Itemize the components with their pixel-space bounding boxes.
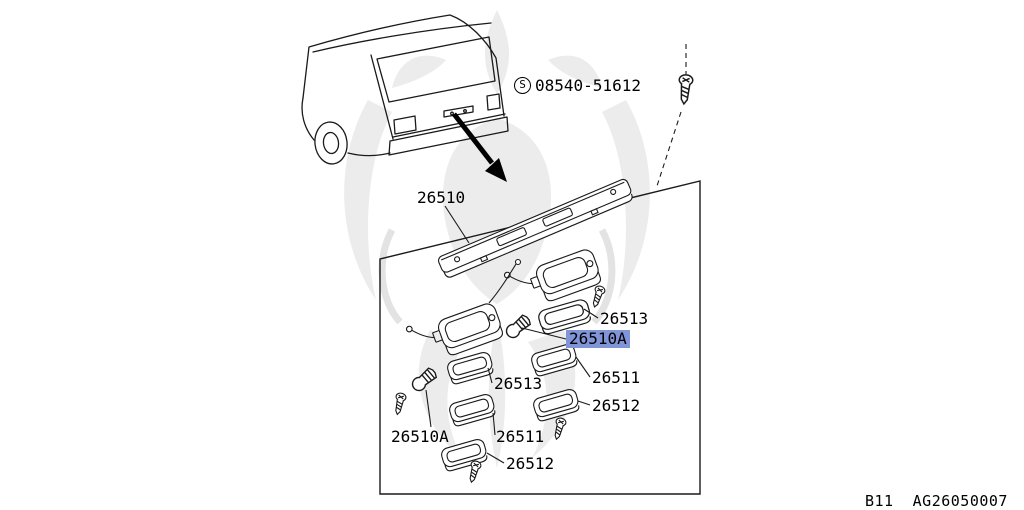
drawing-code: AG26050007: [912, 492, 1008, 510]
leader-line: [583, 308, 599, 319]
leader-line: [487, 367, 493, 384]
car-side-panel: [301, 97, 315, 141]
lens-frame-icon: [447, 392, 498, 428]
leader-line: [492, 412, 496, 436]
lamp-cord: [488, 258, 522, 304]
car-underbody: [347, 152, 391, 157]
finisher-panel-icon: [438, 178, 633, 278]
car-body-outline: [302, 14, 505, 117]
part-label-26511-mid[interactable]: 26511: [496, 427, 545, 446]
part-label-08540-51612[interactable]: 08540-51612: [535, 76, 641, 95]
leader-line: [444, 205, 470, 244]
car-wheel-hub: [322, 131, 340, 155]
part-label-26510A-lower[interactable]: 26510A: [391, 427, 449, 446]
sheet-code: B11: [865, 492, 894, 510]
car-illustration: [301, 14, 509, 165]
circled-s-icon: S: [514, 77, 531, 94]
car-lamp-dot: [463, 109, 467, 113]
leader-line: [425, 389, 432, 428]
car-taillight-left: [393, 115, 417, 135]
screw-icon: [676, 73, 694, 106]
car-bumper: [388, 116, 509, 156]
car-license-lamp-strip: [443, 105, 474, 118]
car-tailgate-edge: [370, 54, 394, 140]
car-rear-window: [376, 36, 496, 103]
part-label-26512-bottom[interactable]: 26512: [506, 454, 555, 473]
screw-axis-dashed-line: [656, 44, 687, 187]
part-label-26513-mid[interactable]: 26513: [494, 374, 543, 393]
part-label-26511-right[interactable]: 26511: [592, 368, 641, 387]
leader-line: [486, 452, 505, 464]
drawing-reference: B11 AG26050007: [865, 492, 1008, 510]
part-label-26510A-highlighted[interactable]: 26510A: [566, 330, 630, 348]
bulb-icon: [503, 312, 533, 341]
leader-line: [521, 327, 567, 340]
part-label-26513-upper[interactable]: 26513: [600, 309, 649, 328]
part-label-26512-right[interactable]: 26512: [592, 396, 641, 415]
leader-line: [577, 400, 591, 406]
car-wheel: [314, 121, 348, 165]
car-lamp-dot: [450, 111, 454, 116]
part-label-26510[interactable]: 26510: [417, 188, 466, 207]
car-tailgate-bottom: [392, 113, 506, 138]
car-taillight-right: [486, 93, 501, 111]
screw-icon: [391, 391, 408, 417]
lens-frame-icon: [531, 387, 582, 423]
leader-line: [575, 356, 591, 378]
leader-lines: [425, 205, 599, 464]
car-hatch-seam: [312, 22, 492, 53]
pointer-arrow-icon: [452, 112, 507, 182]
